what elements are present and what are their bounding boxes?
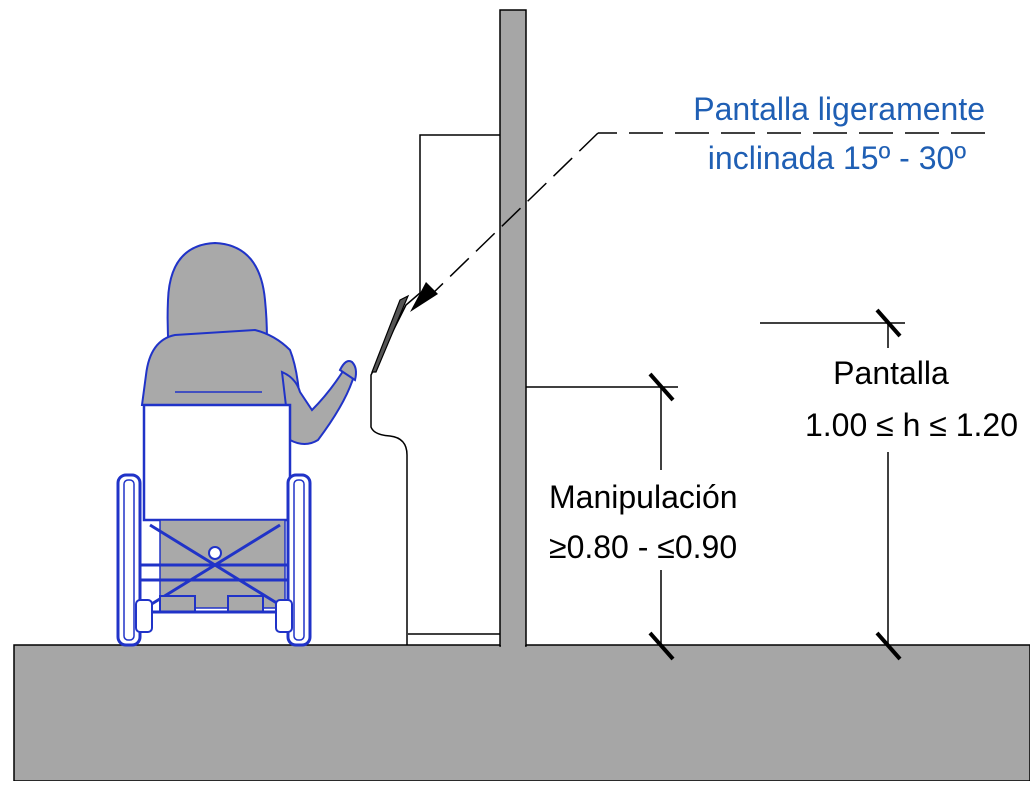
manipulation-range: ≥0.80 - ≤0.90 <box>549 529 737 565</box>
manipulation-label: Manipulación <box>549 479 738 515</box>
annotation-line-1: Pantalla ligeramente <box>693 91 985 127</box>
screen-label: Pantalla <box>833 355 949 391</box>
wall <box>499 9 527 647</box>
manipulation-tick-bottom <box>648 631 675 661</box>
ground-slab <box>13 644 1030 782</box>
screen-tick-top <box>875 308 902 338</box>
chair-back <box>142 403 292 522</box>
screen-tick-bottom <box>875 631 902 661</box>
hand <box>338 360 357 382</box>
manipulation-tick-top <box>648 372 675 402</box>
screen-dimension <box>760 308 1026 661</box>
wheelchair-user <box>116 241 357 647</box>
screen-range: 1.00 ≤ h ≤ 1.20 <box>805 407 1018 443</box>
annotation-line-2: inclinada 15º - 30º <box>708 140 967 176</box>
leader-arrowhead <box>410 282 438 312</box>
manipulation-dimension <box>526 372 785 661</box>
kiosk-screen <box>371 294 410 373</box>
torso <box>140 328 302 406</box>
annotation-leader <box>410 132 985 312</box>
kiosk-cabinet <box>370 134 500 645</box>
raised-arm <box>280 366 357 445</box>
